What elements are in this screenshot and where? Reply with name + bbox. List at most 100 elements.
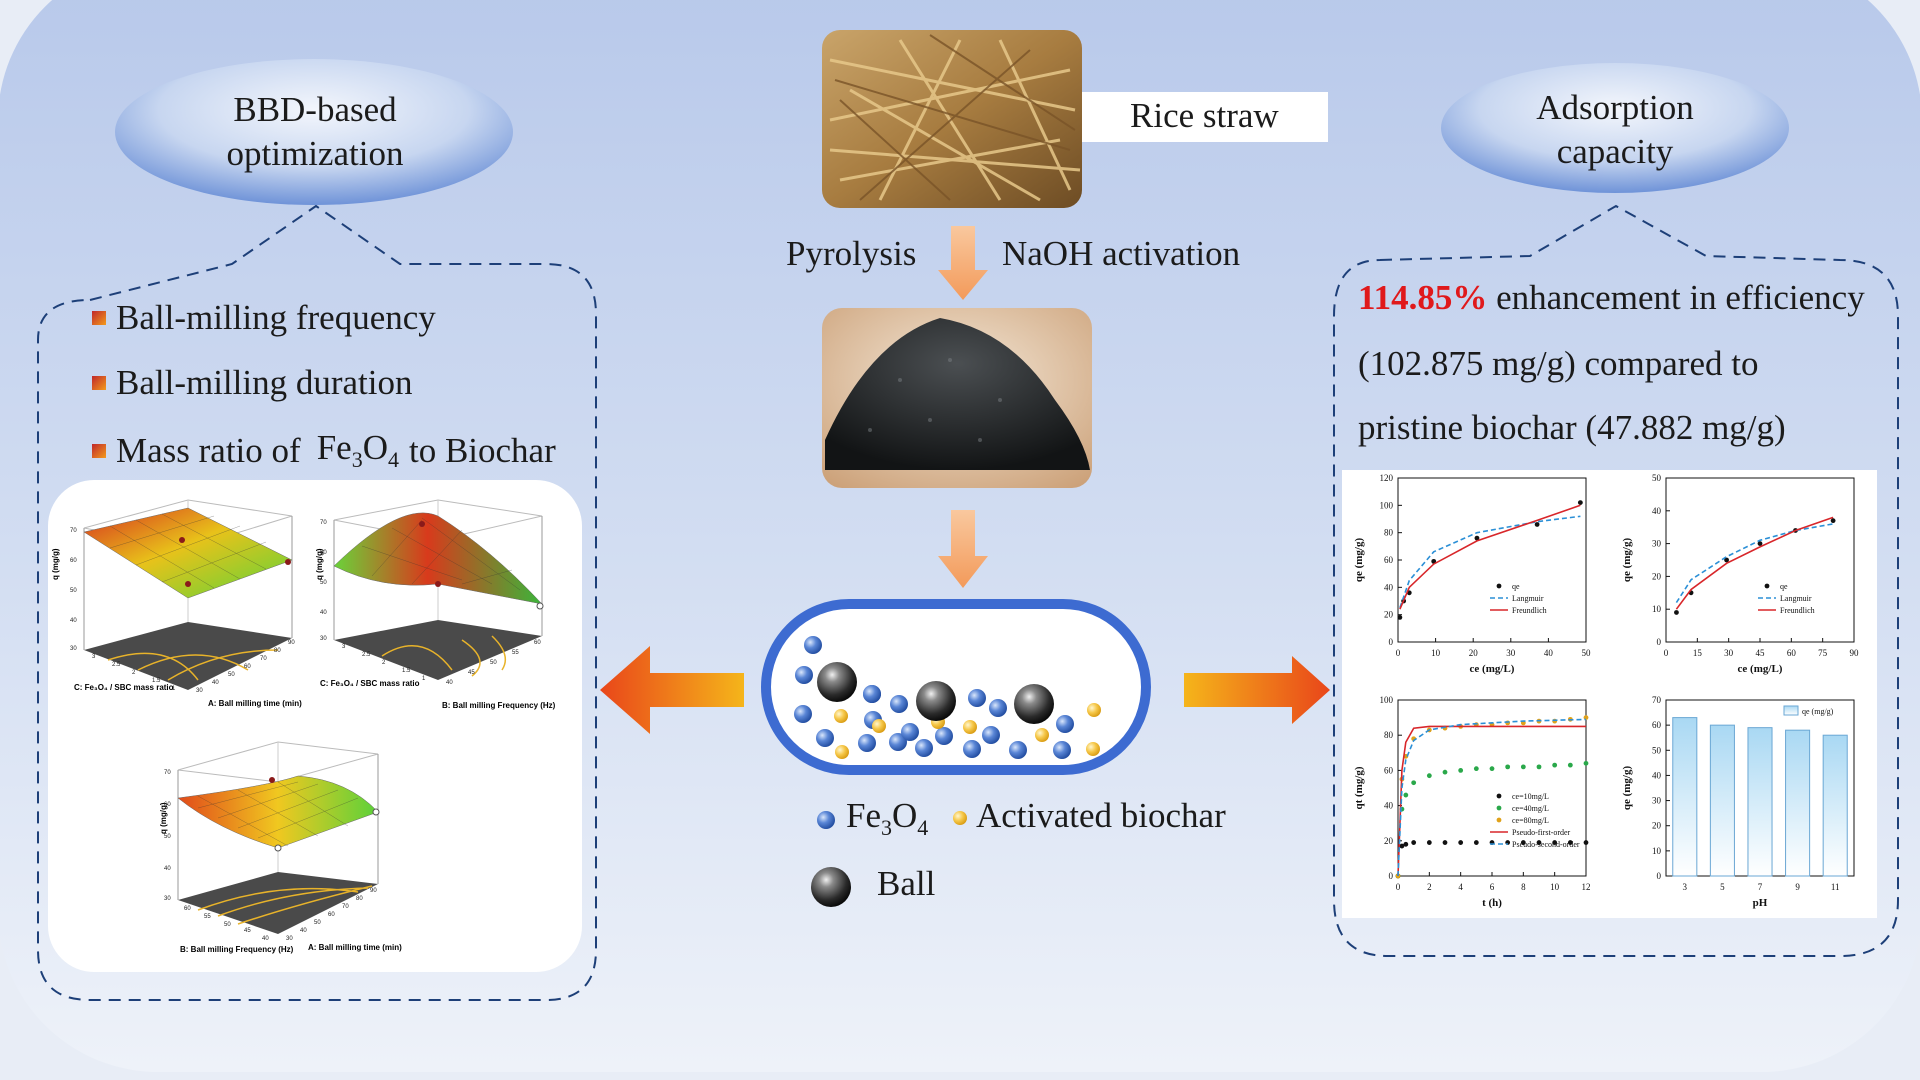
data-point	[1473, 766, 1479, 772]
y-tick-label: 30	[1652, 539, 1662, 549]
y-tick-label: 100	[1380, 695, 1394, 705]
svg-text:30: 30	[164, 896, 171, 902]
right-oval-title: Adsorption capacity	[1475, 86, 1755, 174]
chart-frame	[1665, 477, 1855, 643]
legend-fe3o4-label: Fe3O4	[846, 796, 929, 840]
x-tick-label: 4	[1458, 882, 1463, 892]
y-tick-label: 50	[1652, 473, 1662, 483]
data-point	[1757, 541, 1763, 546]
svg-text:70: 70	[70, 528, 77, 534]
x-tick-label: 10	[1550, 882, 1560, 892]
legend-label: Freundlich	[1512, 606, 1547, 615]
data-point	[1567, 762, 1573, 768]
bullet-mass-ratio-suffix: to Biochar	[408, 430, 556, 470]
y-tick-label: 100	[1380, 500, 1394, 510]
pyrolysis-label: Pyrolysis	[786, 234, 917, 273]
data-point	[1411, 780, 1417, 786]
data-point	[1403, 841, 1409, 847]
svg-text:40: 40	[320, 610, 327, 616]
plot2-zlabel: q (mg/g)	[315, 548, 324, 580]
x-tick-label: 2	[1427, 882, 1432, 892]
data-point	[1552, 840, 1558, 845]
series-line	[1675, 516, 1834, 610]
svg-text:60: 60	[164, 802, 171, 808]
x-tick-label: 20	[1469, 648, 1479, 658]
data-point	[1426, 840, 1432, 845]
right-oval-title-line2: capacity	[1556, 132, 1674, 171]
bullet-marker-icon	[92, 443, 106, 458]
svg-text:30: 30	[286, 936, 293, 942]
arrow-left	[600, 646, 744, 734]
data-point	[1397, 615, 1403, 620]
bullet-duration-text: Ball-milling duration	[116, 363, 413, 402]
y-tick-label: 40	[1652, 770, 1662, 780]
bullet-mass-ratio-prefix: Mass ratio of	[116, 430, 301, 470]
chart-ylabel: qe (mg/g)	[1621, 766, 1633, 811]
x-tick-label: 3	[1683, 882, 1688, 892]
chart-xlabel: ce (mg/L)	[1470, 663, 1515, 675]
y-tick-label: 50	[1652, 745, 1662, 755]
legend-label: ce=80mg/L	[1512, 816, 1549, 825]
left-oval-title-line1: BBD-based	[233, 90, 397, 129]
svg-text:3: 3	[342, 644, 346, 650]
legend-biochar-marker	[953, 811, 967, 825]
legend-biochar-label: Activated biochar	[976, 796, 1226, 835]
left-plots-panel	[48, 480, 582, 972]
svg-text:1: 1	[422, 676, 426, 682]
jar-particles	[794, 636, 1101, 759]
left-oval-title-line2: optimization	[226, 134, 404, 173]
y-tick-label: 60	[1384, 555, 1394, 565]
bullet-marker-icon	[92, 311, 106, 325]
ball-mill-jar	[761, 599, 1151, 775]
svg-text:40: 40	[70, 618, 77, 624]
y-tick-label: 20	[1384, 610, 1394, 620]
legend-label: qe	[1512, 582, 1520, 591]
chart-ylabel: qe (mg/g)	[1621, 538, 1633, 583]
x-tick-label: 45	[1756, 648, 1766, 658]
svg-text:2: 2	[382, 660, 386, 666]
svg-text:50: 50	[314, 920, 321, 926]
left-dashed-callout	[37, 204, 597, 1001]
bullet-frequency: Ball-milling frequency	[92, 298, 436, 338]
plot1-axis-left: C: Fe₃O₄ / SBC mass ratio	[74, 683, 174, 692]
y-tick-label: 0	[1657, 637, 1662, 647]
chart-ylabel: qt (mg/g)	[1353, 766, 1365, 809]
y-tick-label: 10	[1652, 604, 1662, 614]
svg-text:40: 40	[212, 680, 219, 686]
legend-marker	[1496, 793, 1502, 799]
svg-text:70: 70	[342, 904, 349, 910]
data-point	[1536, 840, 1542, 845]
legend-swatch	[1783, 705, 1799, 716]
svg-text:55: 55	[204, 914, 211, 920]
legend-marker	[1764, 583, 1770, 589]
svg-text:60: 60	[328, 912, 335, 918]
data-point	[1577, 500, 1583, 505]
y-tick-label: 40	[1384, 801, 1394, 811]
data-point	[1534, 522, 1540, 527]
bullet-frequency-text: Ball-milling frequency	[116, 298, 436, 337]
legend-marker	[1496, 805, 1502, 811]
data-point	[1473, 840, 1479, 845]
svg-text:55: 55	[512, 650, 519, 656]
x-tick-label: 15	[1693, 648, 1703, 658]
y-tick-label: 80	[1384, 730, 1394, 740]
series-line	[1397, 725, 1586, 877]
svg-text:30: 30	[70, 646, 77, 652]
plot3-zlabel: q (mg/g)	[159, 802, 168, 834]
data-point	[1474, 535, 1480, 541]
data-point	[1583, 840, 1589, 845]
x-tick-label: 9	[1795, 882, 1800, 892]
svg-text:50: 50	[164, 834, 171, 840]
bullet-marker-icon	[92, 376, 106, 390]
svg-text:40: 40	[446, 680, 453, 686]
data-point	[1536, 764, 1542, 770]
bar	[1785, 729, 1811, 877]
x-tick-label: 0	[1664, 648, 1669, 658]
svg-text:50: 50	[228, 672, 235, 678]
biochar-image	[822, 308, 1092, 488]
svg-text:80: 80	[274, 648, 281, 654]
svg-text:40: 40	[164, 866, 171, 872]
